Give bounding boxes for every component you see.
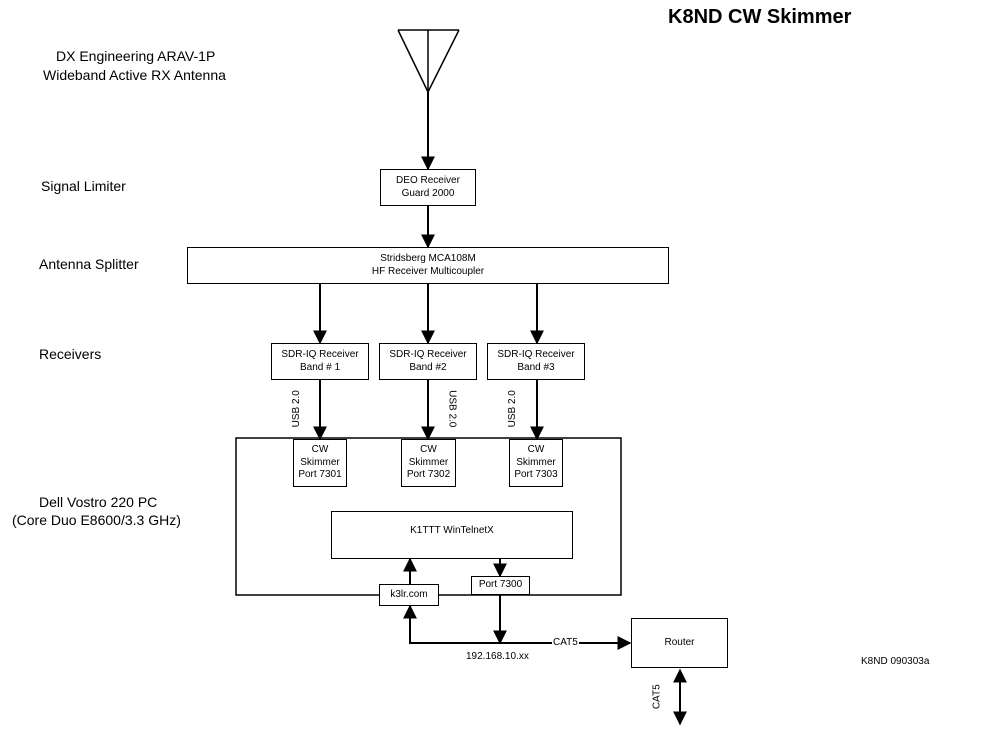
receiver-2-line1: SDR-IQ Receiver xyxy=(389,349,467,360)
receiver-3-line2: Band #3 xyxy=(517,361,555,373)
antenna-splitter-label: Antenna Splitter xyxy=(39,256,139,272)
limiter-box: DEO Receiver Guard 2000 xyxy=(380,169,476,206)
k3lr-box: k3lr.com xyxy=(379,584,439,606)
skimmer-box-1: CW Skimmer Port 7301 xyxy=(293,439,347,487)
splitter-line1: Stridsberg MCA108M xyxy=(380,253,476,264)
skimmer-2-line3: Port 7302 xyxy=(406,469,451,481)
receiver-2-line2: Band #2 xyxy=(409,361,447,373)
skimmer-1-line1: CW xyxy=(311,444,329,456)
router-label: Router xyxy=(664,636,695,648)
signal-limiter-label: Signal Limiter xyxy=(41,178,126,194)
telnet-label: K1TTT WinTelnetX xyxy=(410,525,494,536)
router-box: Router xyxy=(631,618,728,668)
antenna-label-line2: Wideband Active RX Antenna xyxy=(43,67,226,83)
receiver-box-2: SDR-IQ Receiver Band #2 xyxy=(379,343,477,380)
limiter-line1: DEO Receiver xyxy=(396,175,460,186)
antenna-label-line1: DX Engineering ARAV-1P xyxy=(56,48,216,64)
cat5-vertical-label: CAT5 xyxy=(651,684,663,710)
usb-label-1: USB 2.0 xyxy=(290,390,302,428)
skimmer-1-line2: Skimmer xyxy=(300,456,340,468)
telnet-box: K1TTT WinTelnetX xyxy=(331,511,573,559)
receiver-1-line1: SDR-IQ Receiver xyxy=(281,349,359,360)
pc-label-line1: Dell Vostro 220 PC xyxy=(39,494,158,510)
port7300-box: Port 7300 xyxy=(471,576,530,595)
antenna-icon xyxy=(397,29,460,93)
skimmer-3-line2: Skimmer xyxy=(516,456,556,468)
skimmer-1-line3: Port 7301 xyxy=(298,469,342,481)
splitter-box: Stridsberg MCA108M HF Receiver Multicoup… xyxy=(187,247,669,284)
ip-address-label: 192.168.10.xx xyxy=(466,651,529,662)
limiter-line2: Guard 2000 xyxy=(401,187,455,199)
version-label: K8ND 090303a xyxy=(861,656,930,667)
skimmer-box-2: CW Skimmer Port 7302 xyxy=(401,439,456,487)
skimmer-2-line2: Skimmer xyxy=(408,456,449,468)
receiver-3-line1: SDR-IQ Receiver xyxy=(497,349,575,360)
port7300-label: Port 7300 xyxy=(478,579,523,591)
pc-label-line2: (Core Duo E8600/3.3 GHz) xyxy=(12,512,181,528)
receiver-1-line2: Band # 1 xyxy=(299,361,341,373)
receiver-box-1: SDR-IQ Receiver Band # 1 xyxy=(271,343,369,380)
edge-router-k3lr xyxy=(403,604,630,644)
k3lr-label: k3lr.com xyxy=(390,588,428,600)
receivers-label: Receivers xyxy=(39,346,102,362)
usb-label-2: USB 2.0 xyxy=(446,390,458,428)
splitter-line2: HF Receiver Multicoupler xyxy=(371,265,485,277)
usb-label-3: USB 2.0 xyxy=(506,390,518,428)
diagram-title: K8ND CW Skimmer xyxy=(668,6,852,28)
skimmer-box-3: CW Skimmer Port 7303 xyxy=(509,439,563,487)
skimmer-3-line3: Port 7303 xyxy=(514,469,558,481)
skimmer-2-line1: CW xyxy=(420,444,437,456)
receiver-box-3: SDR-IQ Receiver Band #3 xyxy=(487,343,585,380)
skimmer-3-line1: CW xyxy=(527,444,545,456)
cat5-horizontal-label: CAT5 xyxy=(552,637,579,649)
